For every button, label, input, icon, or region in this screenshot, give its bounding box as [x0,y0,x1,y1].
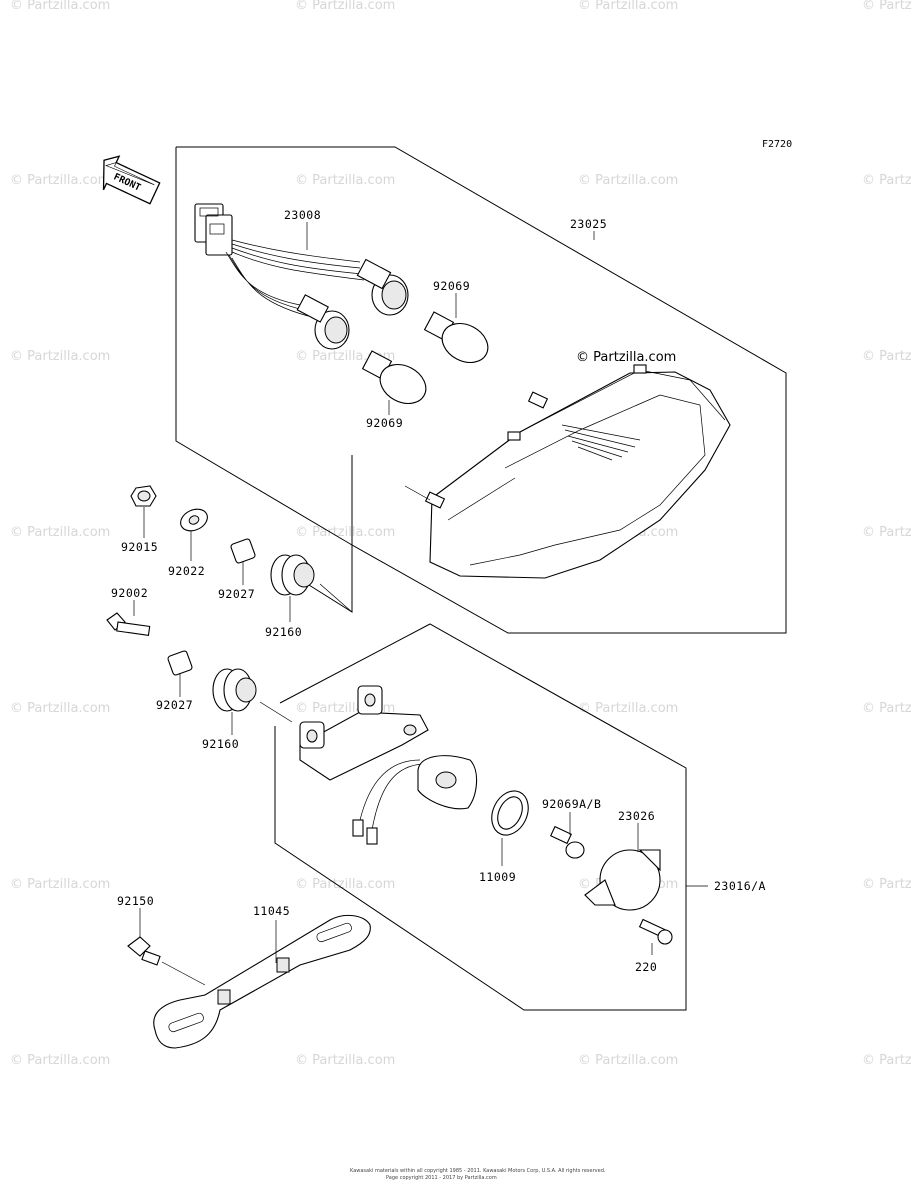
part-label-23026: 23026 [618,809,655,823]
part-label-23008: 23008 [284,208,321,222]
part-label-92069: 92069 [366,416,403,430]
watermark: © Partz [862,0,912,13]
assembly-outline-23025 [176,146,787,634]
part-label-92002: 92002 [111,586,148,600]
assembly-outline-23025 [175,147,353,546]
watermark: © Partzilla.com [10,525,110,540]
part-label-92069: 92069 [433,279,470,293]
watermark: © Partzilla.com [295,173,395,188]
lens-23026 [584,849,661,911]
watermark: © Partzilla.com [578,1053,678,1068]
part-label-11045: 11045 [253,904,290,918]
part-label-92015: 92015 [121,540,158,554]
watermark: © Partz [862,349,912,364]
watermark: © Partzilla.com [10,701,110,716]
watermark: © Partzilla.com [295,0,395,13]
part-label-23016a: 23016/A [714,879,766,893]
watermark: © Partzilla.com [10,349,110,364]
front-arrow-icon: FRONT [102,155,161,205]
footer-line-2: Page copyright 2011 - 2017 by Partzilla.… [386,1175,497,1181]
watermark: © Partzilla.com [578,173,678,188]
assembly-outline-23016a [274,623,687,1011]
part-label-220: 220 [635,960,657,974]
part-labels: 23025 23008 92069 92069 92015 92022 9202… [111,208,766,974]
part-label-92069ab: 92069A/B [542,797,601,811]
collar-92027-lower [167,650,193,676]
figure-code: F2720 [762,139,792,150]
watermark: © Partzilla.com [10,173,110,188]
watermark: © Partz [862,173,912,188]
part-label-92150: 92150 [117,894,154,908]
license-light-bracket [299,685,429,781]
bolt-92002 [106,612,151,636]
wiring-harness-23008 [194,203,409,350]
watermark: © Partzilla.com [578,701,678,716]
bulb-92069ab [549,825,585,859]
bolt-92150 [127,936,161,966]
part-label-23025: 23025 [570,217,607,231]
screw-220 [638,918,673,945]
light-socket-harness [352,755,478,845]
part-label-92027: 92027 [156,698,193,712]
leader-lines [133,222,708,986]
collar-92027-upper [230,538,256,564]
watermark: © Partzilla.com [10,877,110,892]
part-label-92022: 92022 [168,564,205,578]
watermark: © Partzilla.com [10,0,110,13]
watermark: © Partzilla.com [578,0,678,13]
footer-copyright: Kawasaki materials within all copyright … [350,1168,606,1181]
gasket-11009 [491,790,529,836]
flange-nut-92015 [130,485,157,507]
part-label-92160: 92160 [202,737,239,751]
taillight-lens-23025 [424,364,731,579]
part-label-11009: 11009 [479,870,516,884]
watermark: © Partzilla.com [295,525,395,540]
watermark: © Partz [862,525,912,540]
bulb-92069-upper [423,311,489,364]
washer-92022 [180,508,208,532]
watermark: © Partz [862,877,912,892]
watermark: © Partzilla.com [295,1053,395,1068]
watermark: © Partz [862,1053,912,1068]
watermark: © Partzilla.com [10,1053,110,1068]
watermark: © Partz [862,701,912,716]
grommet-92160-upper [270,554,315,596]
grommet-92160-lower [212,668,257,712]
license-bracket-11045 [153,914,371,1049]
part-label-92160: 92160 [265,625,302,639]
part-label-92027: 92027 [218,587,255,601]
bulb-92069-lower [361,350,427,405]
footer-line-1: Kawasaki materials within all copyright … [350,1168,606,1174]
brand-watermark: © Partzilla.com [576,350,676,365]
watermark: © Partzilla.com [295,877,395,892]
